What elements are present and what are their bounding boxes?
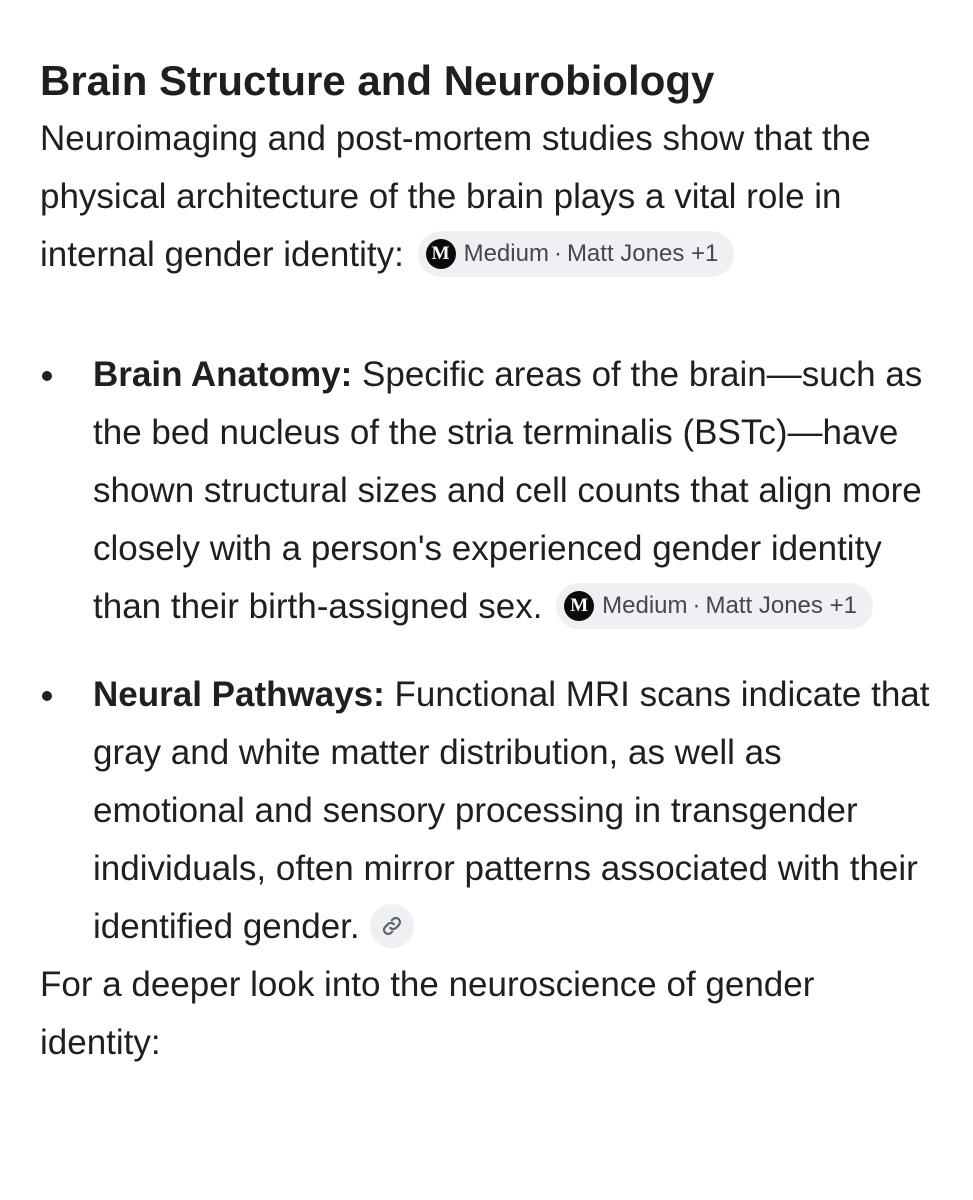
- citation-separator: ·: [692, 591, 701, 619]
- bullet-term: Neural Pathways:: [93, 675, 385, 714]
- intro-paragraph: Neuroimaging and post-mortem studies sho…: [40, 110, 940, 284]
- bullet-term: Brain Anatomy:: [93, 355, 353, 394]
- source-link-button[interactable]: [369, 903, 414, 948]
- bullet-list: Brain Anatomy: Specific areas of the bra…: [40, 346, 940, 956]
- link-icon: [382, 916, 401, 935]
- citation-author: Matt Jones: [566, 239, 685, 267]
- citation-separator: ·: [553, 239, 562, 267]
- list-item-brain-anatomy: Brain Anatomy: Specific areas of the bra…: [40, 346, 940, 636]
- citation-author: Matt Jones: [705, 591, 823, 619]
- medium-logo-icon: M: [564, 590, 595, 621]
- citation-source: Medium: [463, 239, 549, 267]
- medium-logo-icon: M: [425, 238, 456, 269]
- citation-source: Medium: [602, 591, 688, 619]
- list-item-neural-pathways: Neural Pathways: Functional MRI scans in…: [40, 666, 940, 956]
- bullet-text: Functional MRI scans indicate that gray …: [93, 675, 930, 946]
- section-title: Brain Structure and Neurobiology: [40, 57, 715, 104]
- answer-content: Brain Structure and Neurobiology Neuroim…: [40, 52, 940, 1072]
- bullet-text: Specific areas of the brain—such as the …: [93, 355, 923, 626]
- bullet-dot: [42, 691, 52, 701]
- intro-text: Neuroimaging and post-mortem studies sho…: [40, 119, 871, 274]
- outro-paragraph: For a deeper look into the neuroscience …: [40, 965, 815, 1062]
- citation-more-count: +1: [691, 239, 719, 267]
- bullet-dot: [42, 371, 52, 381]
- citation-more-count: +1: [829, 591, 857, 619]
